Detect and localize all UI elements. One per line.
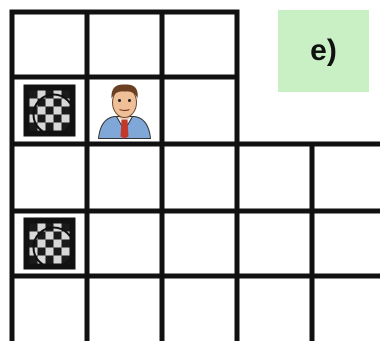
board-cell[interactable] [312, 211, 380, 276]
board-cell[interactable] [237, 144, 312, 211]
board-cell[interactable] [162, 211, 237, 276]
panel-label: e) [310, 34, 337, 68]
person-portrait [97, 83, 153, 139]
checkered-token [24, 85, 76, 137]
board-cell[interactable] [87, 144, 162, 211]
board-cell[interactable] [12, 276, 87, 341]
board-cell[interactable] [237, 276, 312, 341]
board-cell[interactable] [162, 12, 237, 77]
board-cell[interactable] [312, 144, 380, 211]
board-cell[interactable] [12, 12, 87, 77]
board-cell[interactable] [162, 144, 237, 211]
board-cell[interactable] [162, 276, 237, 341]
board-cell[interactable] [312, 276, 380, 341]
board-cell[interactable] [87, 276, 162, 341]
board-cell[interactable] [87, 211, 162, 276]
board-cell[interactable] [87, 12, 162, 77]
checkered-token [24, 218, 76, 270]
board-cell[interactable] [12, 144, 87, 211]
panel-label-box: e) [278, 10, 369, 92]
board-cell[interactable] [237, 211, 312, 276]
board-cell[interactable] [162, 77, 237, 144]
